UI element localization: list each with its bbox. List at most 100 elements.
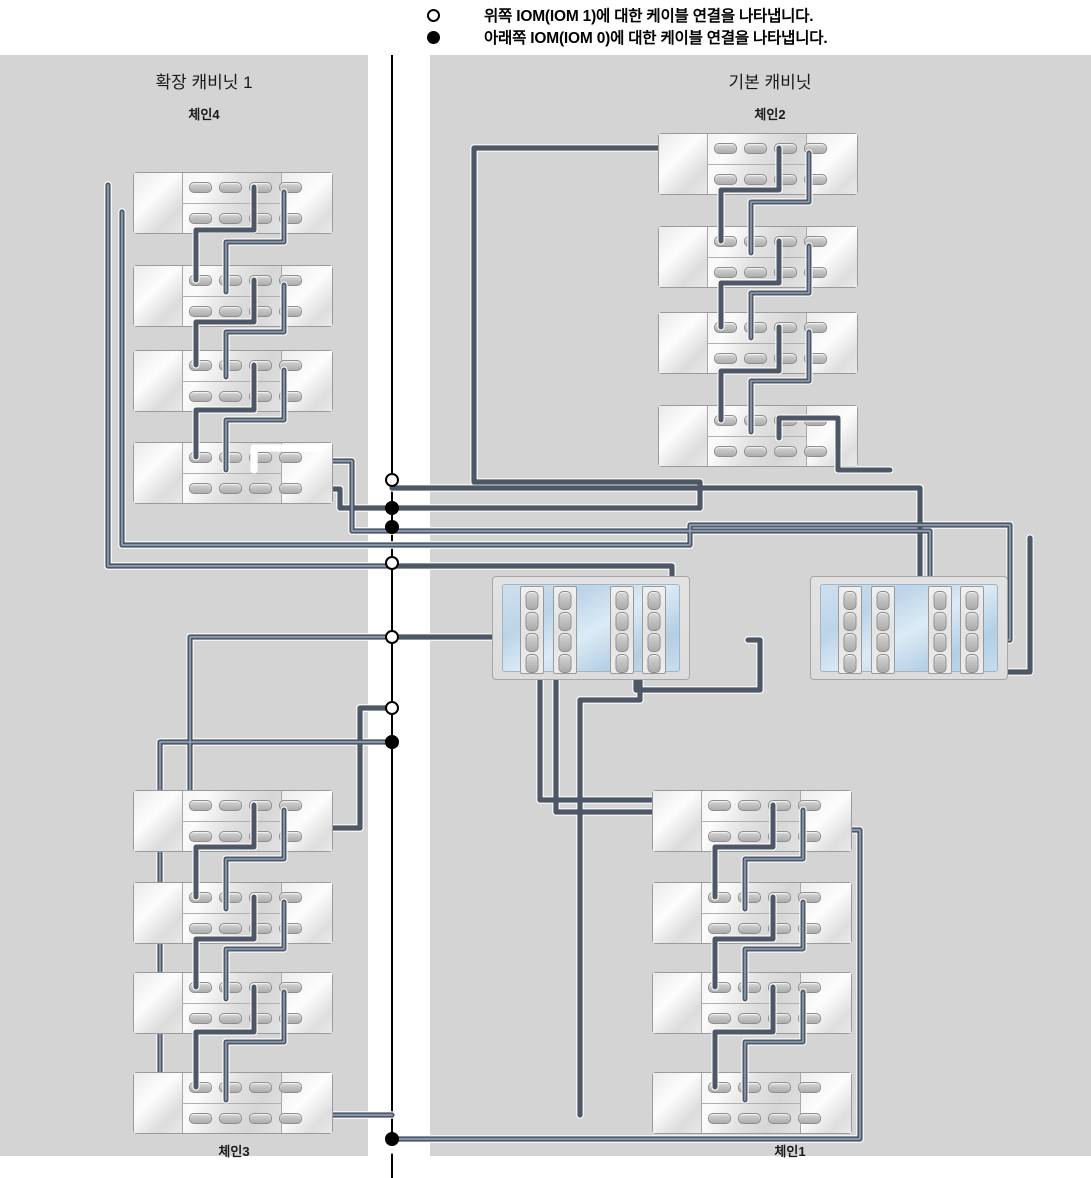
shelf-port[interactable]	[189, 1013, 212, 1024]
hba-port[interactable]	[615, 612, 629, 631]
shelf-port[interactable]	[219, 923, 242, 934]
shelf-port[interactable]	[249, 360, 272, 371]
shelf-port[interactable]	[249, 1013, 272, 1024]
shelf-port[interactable]	[744, 446, 767, 457]
shelf-port[interactable]	[189, 1113, 212, 1124]
hba-port[interactable]	[965, 612, 979, 631]
hba-port[interactable]	[615, 654, 629, 673]
shelf-port[interactable]	[714, 353, 737, 364]
hba-port[interactable]	[876, 591, 890, 610]
shelf-port[interactable]	[279, 982, 302, 993]
shelf-port[interactable]	[279, 182, 302, 193]
hba-port[interactable]	[876, 654, 890, 673]
shelf-port[interactable]	[798, 892, 821, 903]
hba-port[interactable]	[615, 633, 629, 652]
shelf-port[interactable]	[708, 1113, 731, 1124]
hba-port[interactable]	[647, 633, 661, 652]
shelf-port[interactable]	[774, 415, 797, 426]
hba-port[interactable]	[525, 633, 539, 652]
shelf-port[interactable]	[774, 322, 797, 333]
shelf-port[interactable]	[708, 1082, 731, 1093]
shelf-port[interactable]	[708, 923, 731, 934]
shelf-port[interactable]	[189, 831, 212, 842]
shelf-port[interactable]	[219, 1013, 242, 1024]
hba-port[interactable]	[876, 612, 890, 631]
hba-port[interactable]	[558, 612, 572, 631]
shelf-port[interactable]	[249, 831, 272, 842]
shelf-port[interactable]	[744, 174, 767, 185]
shelf-port[interactable]	[798, 923, 821, 934]
shelf-port[interactable]	[804, 174, 827, 185]
shelf-port[interactable]	[774, 143, 797, 154]
shelf-port[interactable]	[189, 982, 212, 993]
shelf-port[interactable]	[798, 982, 821, 993]
shelf-port[interactable]	[708, 831, 731, 842]
hba-port[interactable]	[933, 612, 947, 631]
shelf-port[interactable]	[744, 353, 767, 364]
shelf-port[interactable]	[744, 236, 767, 247]
shelf-port[interactable]	[189, 275, 212, 286]
shelf-port[interactable]	[189, 306, 212, 317]
shelf-port[interactable]	[219, 1082, 242, 1093]
shelf-port[interactable]	[219, 213, 242, 224]
hba-port[interactable]	[647, 612, 661, 631]
shelf-port[interactable]	[804, 143, 827, 154]
hba-slot[interactable]	[642, 586, 666, 674]
shelf-port[interactable]	[279, 452, 302, 463]
shelf-port[interactable]	[279, 1113, 302, 1124]
shelf-port[interactable]	[219, 275, 242, 286]
shelf-port[interactable]	[279, 213, 302, 224]
shelf-port[interactable]	[798, 800, 821, 811]
shelf-port[interactable]	[249, 182, 272, 193]
shelf-port[interactable]	[714, 174, 737, 185]
shelf-port[interactable]	[219, 360, 242, 371]
shelf-port[interactable]	[249, 306, 272, 317]
shelf-port[interactable]	[189, 923, 212, 934]
shelf-port[interactable]	[279, 275, 302, 286]
shelf-port[interactable]	[804, 322, 827, 333]
shelf-port[interactable]	[714, 415, 737, 426]
shelf-port[interactable]	[249, 452, 272, 463]
shelf-port[interactable]	[249, 1082, 272, 1093]
shelf-port[interactable]	[279, 483, 302, 494]
hba-port[interactable]	[876, 633, 890, 652]
hba-port[interactable]	[965, 633, 979, 652]
shelf-port[interactable]	[804, 236, 827, 247]
shelf-port[interactable]	[249, 213, 272, 224]
shelf-port[interactable]	[189, 483, 212, 494]
hba-port[interactable]	[843, 591, 857, 610]
shelf-port[interactable]	[798, 1013, 821, 1024]
shelf-port[interactable]	[249, 892, 272, 903]
shelf-port[interactable]	[249, 923, 272, 934]
shelf-port[interactable]	[798, 1113, 821, 1124]
shelf-port[interactable]	[219, 982, 242, 993]
shelf-port[interactable]	[189, 892, 212, 903]
shelf-port[interactable]	[738, 892, 761, 903]
shelf-port[interactable]	[768, 982, 791, 993]
hba-port[interactable]	[965, 654, 979, 673]
shelf-port[interactable]	[738, 982, 761, 993]
shelf-port[interactable]	[774, 236, 797, 247]
hba-port[interactable]	[933, 654, 947, 673]
shelf-port[interactable]	[249, 483, 272, 494]
shelf-port[interactable]	[189, 213, 212, 224]
shelf-port[interactable]	[279, 1013, 302, 1024]
hba-slot[interactable]	[928, 586, 952, 674]
shelf-port[interactable]	[279, 1082, 302, 1093]
hba-port[interactable]	[843, 633, 857, 652]
shelf-port[interactable]	[774, 353, 797, 364]
hba-port[interactable]	[965, 591, 979, 610]
shelf-port[interactable]	[189, 360, 212, 371]
shelf-port[interactable]	[279, 391, 302, 402]
shelf-port[interactable]	[768, 800, 791, 811]
shelf-port[interactable]	[744, 143, 767, 154]
shelf-port[interactable]	[774, 267, 797, 278]
shelf-port[interactable]	[768, 923, 791, 934]
shelf-port[interactable]	[714, 143, 737, 154]
shelf-port[interactable]	[219, 800, 242, 811]
shelf-port[interactable]	[249, 275, 272, 286]
hba-slot[interactable]	[553, 586, 577, 674]
hba-port[interactable]	[843, 654, 857, 673]
hba-port[interactable]	[558, 633, 572, 652]
hba-port[interactable]	[647, 591, 661, 610]
